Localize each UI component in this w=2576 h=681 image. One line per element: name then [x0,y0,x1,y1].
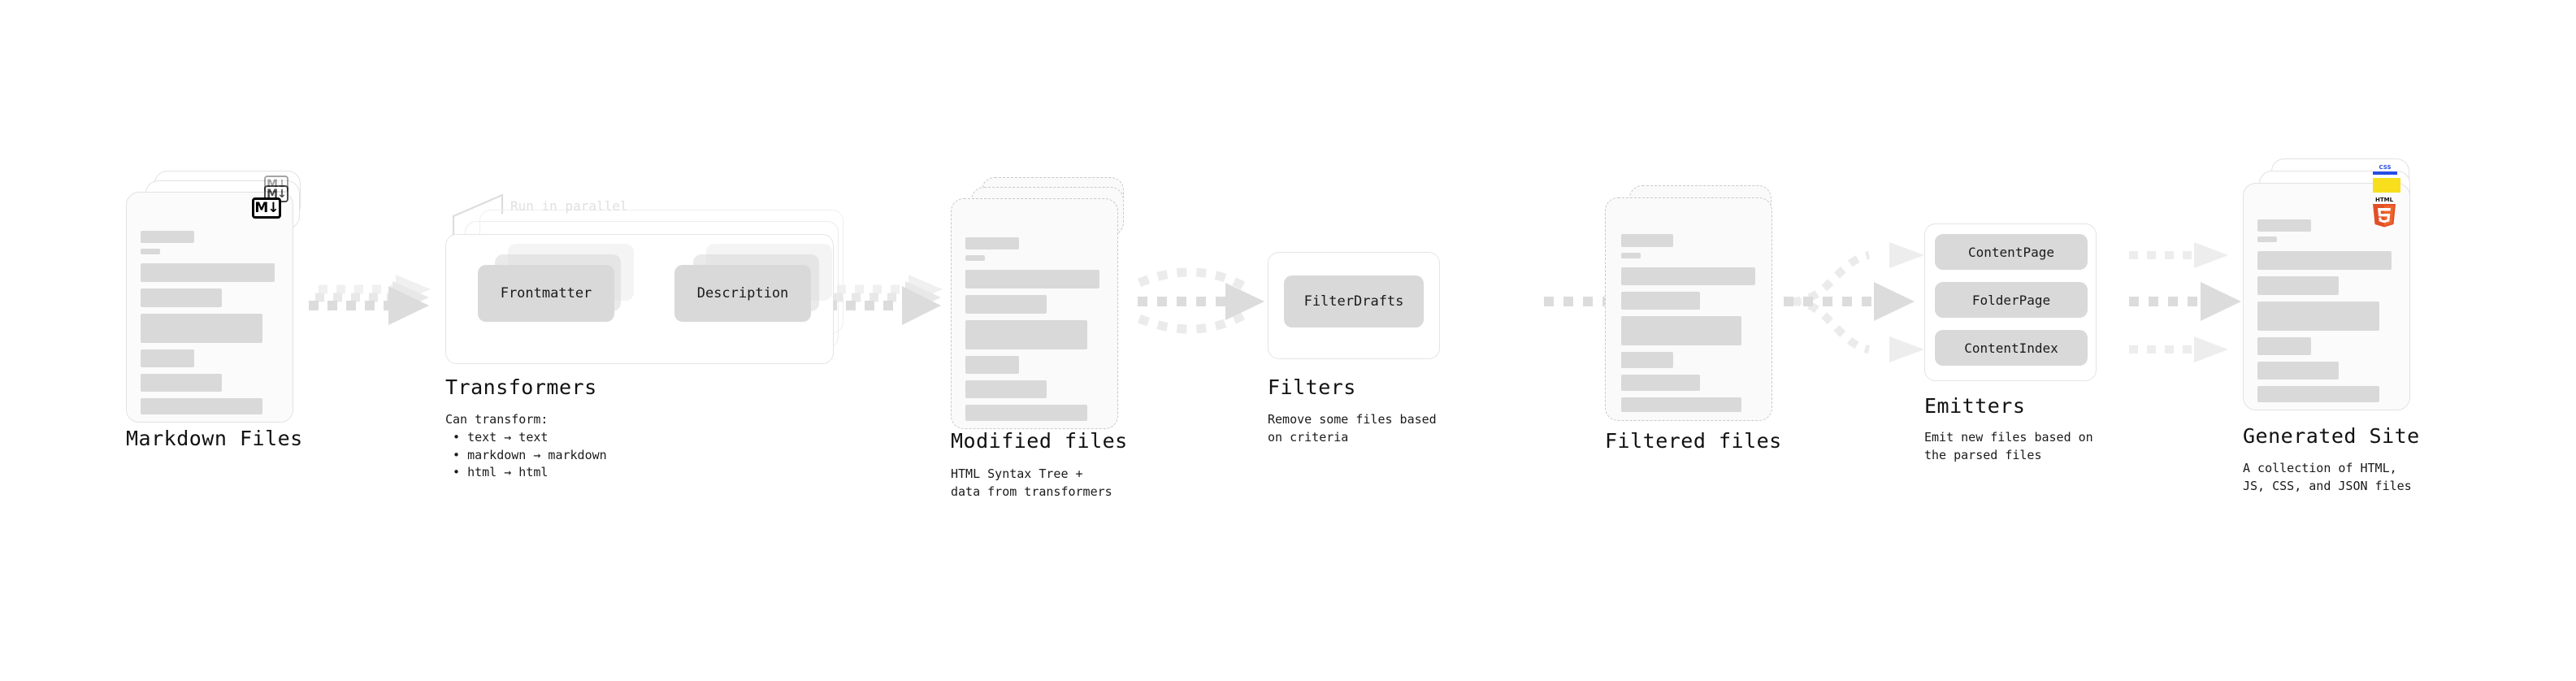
frontmatter-chip[interactable]: Frontmatter [478,265,614,322]
markdown-files-label: Markdown Files [126,427,303,450]
markdown-files-stack: M↓ M↓ M↓ [126,171,321,423]
generated-site-label: Generated Site [2243,424,2420,448]
svg-text:HTML: HTML [2375,197,2394,203]
emitters-label: Emitters [1924,394,2026,418]
css3-icon: CSS [2373,163,2397,175]
transformers-description: Can transform: • text → text • markdown … [445,412,607,480]
modified-files-label: Modified files [951,429,1128,453]
description-chip[interactable]: Description [674,265,811,322]
folderpage-chip[interactable]: FolderPage [1935,282,2088,318]
filters-label: Filters [1268,375,1356,399]
filterdrafts-chip[interactable]: FilterDrafts [1284,275,1424,327]
contentpage-chip[interactable]: ContentPage [1935,234,2088,270]
filtered-files-label: Filtered files [1605,429,1782,453]
arrow-modified-to-filters [1137,267,1264,334]
filters-description: Remove some files based on criteria [1268,412,1437,445]
arrow-filtered-to-emitters [1784,242,1924,362]
generated-site-description: A collection of HTML, JS, CSS, and JSON … [2243,461,2412,493]
modified-files-description: HTML Syntax Tree + data from transformer… [951,466,1112,499]
html5-icon: HTML [2370,195,2398,228]
transformers-label: Transformers [445,375,597,399]
filters-group: FilterDrafts [1268,252,1446,362]
css3-icon-bar [2373,171,2397,175]
arrow-markdown-to-transformers [309,275,431,325]
transformers-group: Frontmatter Description [445,210,861,372]
contentindex-chip[interactable]: ContentIndex [1935,330,2088,366]
emitters-description: Emit new files based on the parsed files [1924,430,2093,462]
run-in-parallel-label: Run in parallel [510,198,628,214]
javascript-icon [2373,178,2400,193]
filtered-files-stack [1605,185,1800,429]
arrow-emitters-to-site [2129,242,2241,362]
emitters-group: ContentPage FolderPage ContentIndex [1924,223,2111,386]
css3-icon-label: CSS [2379,164,2392,171]
generated-site-stack: CSS HTML [2243,158,2446,419]
markdown-icon: M↓ [252,197,281,219]
modified-files-stack [951,177,1146,429]
